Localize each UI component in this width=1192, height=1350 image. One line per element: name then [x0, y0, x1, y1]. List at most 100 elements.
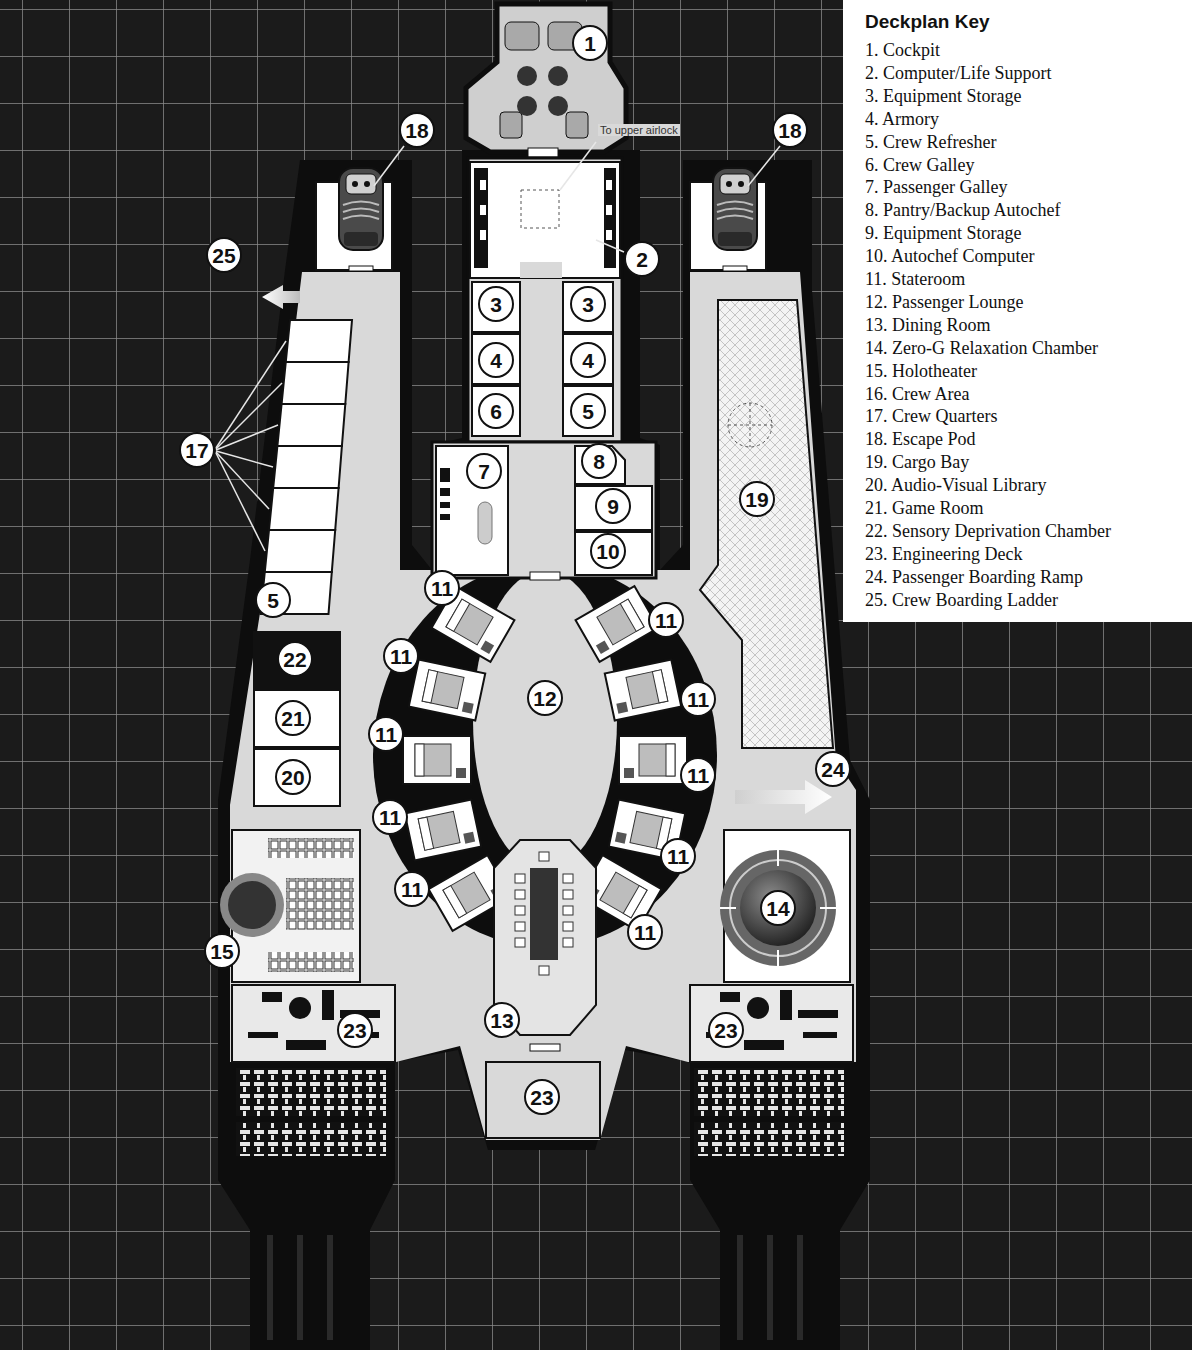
callout-number: 22	[283, 649, 306, 670]
engineering-part	[486, 1062, 600, 1138]
dining-room-part	[515, 938, 525, 947]
central-column-part	[606, 230, 612, 240]
side-rooms-part	[286, 878, 354, 930]
callout-circle: 22	[277, 641, 313, 677]
central-column-part	[472, 386, 520, 436]
callout-number: 20	[281, 767, 304, 788]
leader-lines-part	[216, 452, 269, 509]
callout-circle: 23	[708, 1012, 744, 1048]
callout-number: 11	[687, 765, 709, 786]
legend-entry: 11. Stateroom	[865, 268, 965, 290]
dining-room-part	[515, 874, 525, 883]
callout-number: 11	[431, 578, 453, 599]
leader-lines-part	[216, 383, 282, 449]
side-rooms-part	[254, 690, 340, 747]
crew-quarters-part	[273, 446, 342, 488]
callout-number: 17	[185, 440, 208, 461]
arrows-part	[262, 285, 300, 309]
leader-lines-part	[748, 146, 780, 186]
crew-quarters-part	[282, 362, 349, 404]
callout-number: 11	[667, 846, 689, 867]
legend-entry: 3. Equipment Storage	[865, 85, 1021, 107]
stateroom-ring-part	[576, 586, 659, 662]
stateroom-ring-part	[619, 736, 687, 784]
callout-number: 13	[490, 1010, 513, 1031]
callout-number: 11	[634, 922, 656, 943]
legend-entry: 2. Computer/Life Support	[865, 62, 1051, 84]
galley-block-part	[575, 532, 652, 575]
crew-quarters-part	[277, 404, 345, 446]
legend-entry: 9. Equipment Storage	[865, 222, 1021, 244]
callout-number: 15	[210, 941, 233, 962]
callout-circle: 4	[570, 342, 606, 378]
zero-g-chamber-part	[720, 850, 836, 966]
callout-circle: 23	[337, 1012, 373, 1048]
central-column-part	[468, 158, 622, 442]
engineering-part	[270, 1235, 800, 1340]
cockpit-part	[500, 112, 522, 138]
dining-room-part	[539, 852, 549, 861]
side-rooms-part	[268, 952, 354, 972]
callout-circle: 3	[570, 286, 606, 322]
central-column-part	[472, 282, 520, 332]
legend-entry: 5. Crew Refresher	[865, 131, 996, 153]
cargo-bay-part	[700, 300, 833, 748]
callout-number: 9	[607, 496, 619, 517]
legend-entry: 4. Armory	[865, 108, 939, 130]
dining-room-part	[515, 906, 525, 915]
callout-circle: 25	[206, 237, 242, 273]
central-column-part	[520, 262, 562, 278]
callout-number: 19	[745, 489, 768, 510]
airlock-note: To upper airlock	[598, 124, 680, 136]
legend-entry: 22. Sensory Deprivation Chamber	[865, 520, 1111, 542]
engineering	[232, 985, 853, 1340]
dining-room-part	[563, 874, 573, 883]
cargo-bay	[700, 300, 833, 748]
dining-room-part	[530, 868, 558, 960]
central-column	[468, 158, 622, 442]
galley-block-part	[440, 502, 450, 508]
callout-circle: 5	[570, 393, 606, 429]
legend-entry: 18. Escape Pod	[865, 428, 975, 450]
legend-entry: 21. Game Room	[865, 497, 984, 519]
central-column-part	[604, 168, 616, 268]
legend-entry: 12. Passenger Lounge	[865, 291, 1023, 313]
dining-room-part	[539, 966, 549, 975]
legend-entry: 24. Passenger Boarding Ramp	[865, 566, 1083, 588]
legend-entry: 25. Crew Boarding Ladder	[865, 589, 1058, 611]
central-column-part	[480, 205, 486, 215]
leader-lines-part	[596, 240, 624, 252]
legend-entry: 17. Crew Quarters	[865, 405, 997, 427]
callout-number: 11	[401, 879, 423, 900]
callout-number: 2	[636, 249, 648, 270]
escape-pods	[316, 168, 766, 271]
legend-entry: 1. Cockpit	[865, 39, 940, 61]
callout-circle: 11	[627, 914, 663, 950]
side-rooms-part	[220, 873, 284, 937]
callout-number: 3	[490, 294, 502, 315]
zero-g-chamber	[720, 830, 850, 982]
callout-number: 12	[533, 688, 556, 709]
cargo-bay-part	[728, 403, 772, 447]
callout-circle: 12	[527, 680, 563, 716]
zero-g-chamber-part	[730, 860, 826, 956]
callout-circle: 9	[595, 488, 631, 524]
galley-block-part	[478, 502, 492, 544]
cockpit-part	[566, 112, 588, 138]
legend-entry: 16. Crew Area	[865, 383, 969, 405]
callout-circle: 11	[394, 871, 430, 907]
callout-number: 11	[687, 689, 709, 710]
callout-circle: 17	[179, 432, 215, 468]
cockpit-part	[548, 96, 568, 116]
callout-number: 5	[267, 590, 279, 611]
callout-circle: 3	[478, 286, 514, 322]
side-rooms-part	[228, 881, 276, 929]
callout-number: 5	[582, 401, 594, 422]
crew-quarters-part	[265, 530, 335, 572]
stateroom-ring-part	[409, 659, 485, 720]
crew-quarters-part	[269, 488, 339, 530]
callout-number: 23	[714, 1020, 737, 1041]
central-column-part	[606, 205, 612, 215]
callout-circle: 19	[739, 481, 775, 517]
